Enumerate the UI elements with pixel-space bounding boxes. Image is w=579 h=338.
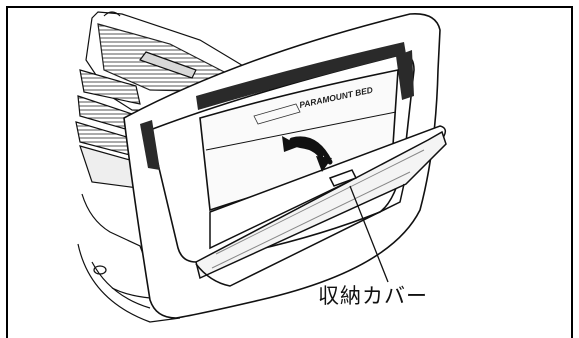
double-arrow-icon	[282, 136, 333, 172]
callout-leader-line	[349, 185, 389, 283]
storage-cover	[195, 125, 447, 287]
callout-label: 収納カバー	[318, 284, 428, 308]
